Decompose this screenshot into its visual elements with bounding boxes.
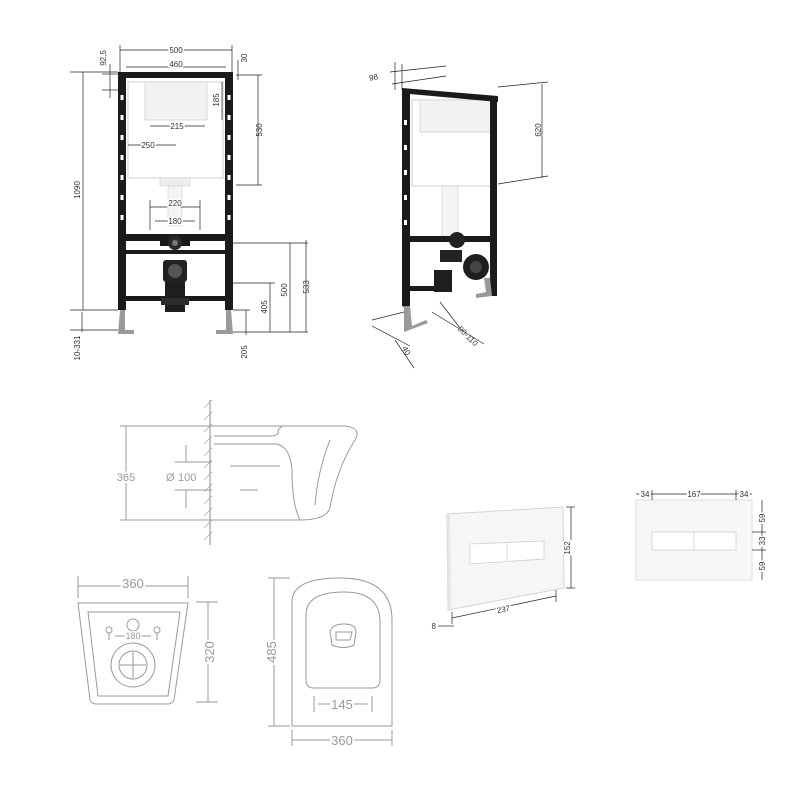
front-height-total: 1090 bbox=[73, 181, 82, 199]
section-height: 365 bbox=[117, 472, 135, 484]
front-plate-left: 34 bbox=[641, 490, 650, 499]
front-height-533: 533 bbox=[302, 280, 311, 294]
side-outlet-range: 90-110 bbox=[456, 324, 480, 348]
front-cistern-top: 185 bbox=[212, 93, 221, 107]
front-view-frame bbox=[118, 72, 233, 334]
bowl-top-view: 485 145 360 bbox=[262, 577, 393, 750]
plate-height: 152 bbox=[563, 541, 572, 555]
side-view-frame bbox=[402, 88, 498, 332]
top-length: 485 bbox=[264, 641, 279, 663]
bowl-section-view: 365 Ø 100 bbox=[115, 399, 358, 545]
top-seat-span: 145 bbox=[331, 697, 353, 712]
front-right-offset: 30 bbox=[240, 53, 249, 62]
front-plate-middle: 33 bbox=[758, 536, 767, 545]
front-view-dimensions: 500 460 92,5 30 185 215 250 530 1090 220… bbox=[70, 45, 311, 360]
front-height-405: 405 bbox=[260, 300, 269, 314]
section-diameter-symbol: Ø bbox=[166, 472, 175, 484]
back-width: 360 bbox=[122, 576, 144, 591]
back-height: 320 bbox=[202, 641, 217, 663]
flush-plate-perspective: 152 237 8 bbox=[432, 506, 575, 631]
front-cistern-center: 250 bbox=[141, 141, 155, 150]
plate-depth: 8 bbox=[432, 622, 437, 631]
top-width: 360 bbox=[331, 733, 353, 748]
front-plate-center: 167 bbox=[687, 490, 701, 499]
front-cistern-height: 530 bbox=[255, 123, 264, 137]
front-foot-range: 10-331 bbox=[73, 335, 82, 360]
front-plate-right: 34 bbox=[740, 490, 749, 499]
front-left-offset: 92,5 bbox=[99, 50, 108, 66]
front-plate-bottom: 59 bbox=[758, 561, 767, 570]
section-outlet: 100 bbox=[178, 472, 196, 484]
front-inlet-span: 180 bbox=[168, 217, 182, 226]
front-foot-205: 205 bbox=[240, 345, 249, 359]
front-cistern-width: 215 bbox=[170, 122, 184, 131]
side-depth-top: 98 bbox=[368, 72, 379, 83]
front-height-inlet: 500 bbox=[280, 283, 289, 297]
front-bolt-span: 220 bbox=[168, 199, 182, 208]
front-plate-top: 59 bbox=[758, 513, 767, 522]
side-cistern-height: 620 bbox=[534, 123, 543, 137]
side-depth-bottom: 40 bbox=[400, 345, 413, 358]
plate-width: 237 bbox=[496, 604, 511, 616]
front-width-outer: 500 bbox=[169, 46, 183, 55]
back-bolt-span: 180 bbox=[125, 631, 140, 641]
flush-plate-front: 34 167 34 59 33 59 bbox=[635, 489, 769, 581]
bowl-back-view: 180 360 320 bbox=[77, 574, 219, 705]
front-width-inner: 460 bbox=[169, 60, 183, 69]
